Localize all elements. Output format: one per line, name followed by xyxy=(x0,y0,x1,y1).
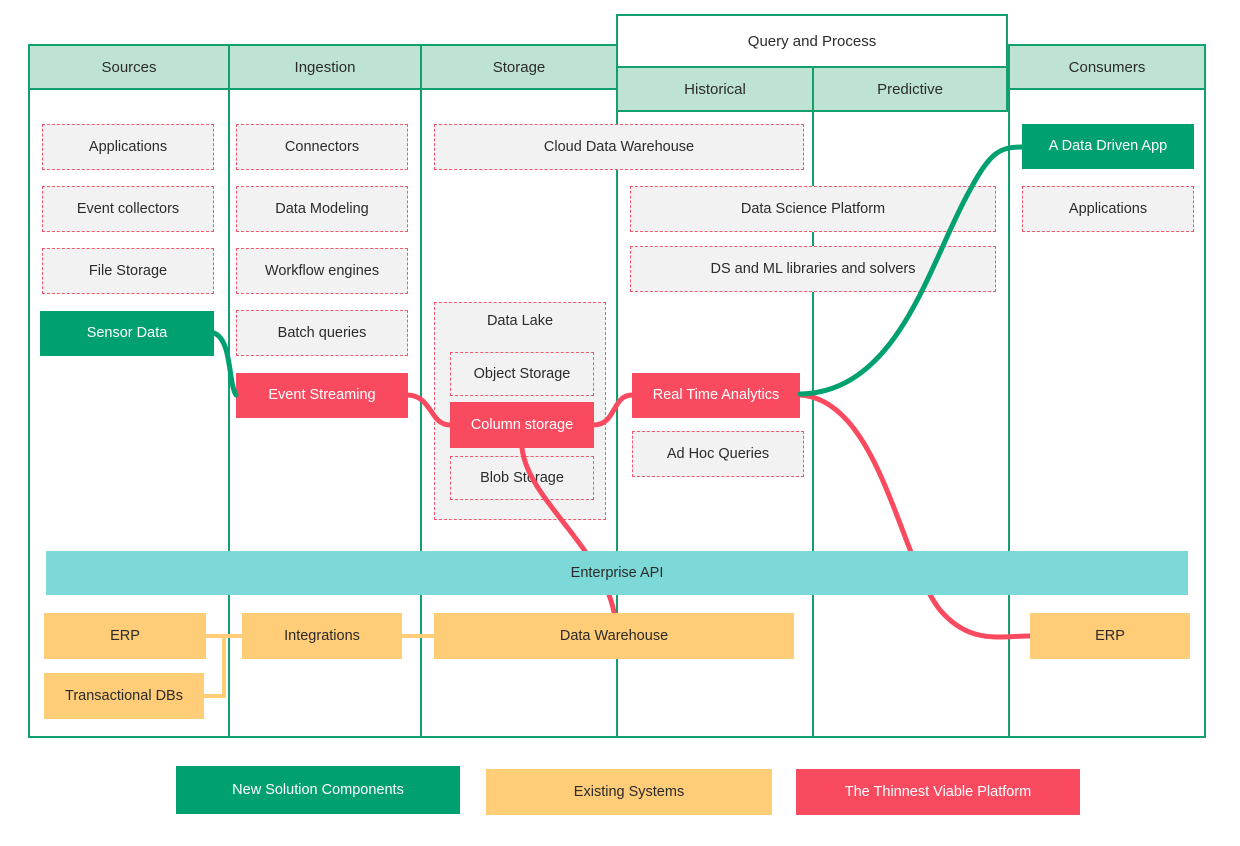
node-a-data-driven-app[interactable]: A Data Driven App xyxy=(1022,124,1194,169)
node-label: Event collectors xyxy=(76,200,180,217)
lane-header-ingestion: Ingestion xyxy=(230,46,420,88)
node-event-collectors[interactable]: Event collectors xyxy=(42,186,214,232)
legend-label: Existing Systems xyxy=(573,784,685,800)
qp-sub-mid-border xyxy=(812,68,814,112)
node-label: Ad Hoc Queries xyxy=(666,445,770,462)
lane-header-sources: Sources xyxy=(30,46,228,88)
lane-header-storage: Storage xyxy=(422,46,616,88)
node-data-lake-label: Data Lake xyxy=(486,313,554,329)
node-erp-left[interactable]: ERP xyxy=(44,613,206,659)
node-label: Applications xyxy=(88,138,168,155)
node-label: Data Science Platform xyxy=(740,200,886,217)
lane-header-sources-label: Sources xyxy=(101,58,157,76)
node-real-time-analytics[interactable]: Real Time Analytics xyxy=(632,373,800,418)
node-label: ERP xyxy=(110,627,140,644)
node-data-warehouse[interactable]: Data Warehouse xyxy=(434,613,794,659)
node-applications-source[interactable]: Applications xyxy=(42,124,214,170)
node-label: Batch queries xyxy=(277,324,367,341)
node-enterprise-api[interactable]: Enterprise API xyxy=(46,551,1188,595)
node-label: Integrations xyxy=(284,627,360,644)
node-label: Connectors xyxy=(284,138,360,155)
lane-header-ingestion-label: Ingestion xyxy=(294,58,356,76)
node-label: ERP xyxy=(1095,627,1125,644)
lane-header-consumers: Consumers xyxy=(1010,46,1204,88)
node-workflow-engines[interactable]: Workflow engines xyxy=(236,248,408,294)
lane-header-predictive-label: Predictive xyxy=(877,80,943,98)
node-applications-consumer[interactable]: Applications xyxy=(1022,186,1194,232)
legend-thinnest-viable-platform[interactable]: The Thinnest Viable Platform xyxy=(796,769,1080,815)
node-label: File Storage xyxy=(88,262,168,279)
node-connectors[interactable]: Connectors xyxy=(236,124,408,170)
node-transactional-dbs[interactable]: Transactional DBs xyxy=(44,673,204,719)
node-label: Object Storage xyxy=(473,365,571,382)
lane-divider-2 xyxy=(420,46,422,736)
lane-divider-1 xyxy=(228,46,230,736)
node-sensor-data[interactable]: Sensor Data xyxy=(40,311,214,356)
node-blob-storage[interactable]: Blob Storage xyxy=(450,456,594,500)
group-header-query-and-process: Query and Process xyxy=(616,14,1008,68)
node-ds-ml-libraries[interactable]: DS and ML libraries and solvers xyxy=(630,246,996,292)
lane-header-predictive: Predictive xyxy=(814,68,1006,110)
node-event-streaming[interactable]: Event Streaming xyxy=(236,373,408,418)
node-ad-hoc-queries[interactable]: Ad Hoc Queries xyxy=(632,431,804,477)
node-label: Transactional DBs xyxy=(65,687,183,704)
node-data-science-platform[interactable]: Data Science Platform xyxy=(630,186,996,232)
node-data-modeling[interactable]: Data Modeling xyxy=(236,186,408,232)
legend-existing-systems[interactable]: Existing Systems xyxy=(486,769,772,815)
node-object-storage[interactable]: Object Storage xyxy=(450,352,594,396)
node-label: Data Warehouse xyxy=(559,627,669,644)
node-label: Data Modeling xyxy=(275,200,369,217)
legend-new-solution-components[interactable]: New Solution Components xyxy=(176,766,460,814)
node-label: A Data Driven App xyxy=(1048,138,1168,155)
lane-header-historical: Historical xyxy=(618,68,812,110)
legend-label: New Solution Components xyxy=(232,782,404,798)
node-cloud-data-warehouse[interactable]: Cloud Data Warehouse xyxy=(434,124,804,170)
node-label: Real Time Analytics xyxy=(652,387,780,404)
node-label: Enterprise API xyxy=(570,564,664,581)
qp-sub-left-border xyxy=(616,68,618,112)
lane-header-historical-label: Historical xyxy=(684,80,746,98)
legend-label: The Thinnest Viable Platform xyxy=(844,784,1032,800)
node-batch-queries[interactable]: Batch queries xyxy=(236,310,408,356)
qp-sub-bottom-border xyxy=(616,110,1008,112)
node-erp-right[interactable]: ERP xyxy=(1030,613,1190,659)
node-label: DS and ML libraries and solvers xyxy=(710,260,916,277)
node-label: Column storage xyxy=(470,416,574,433)
node-label: Blob Storage xyxy=(480,469,564,486)
lane-header-storage-label: Storage xyxy=(492,58,546,76)
node-label: Sensor Data xyxy=(86,325,168,342)
node-column-storage[interactable]: Column storage xyxy=(450,402,594,448)
group-header-label: Query and Process xyxy=(747,32,877,50)
node-integrations[interactable]: Integrations xyxy=(242,613,402,659)
qp-sub-right-border xyxy=(1006,68,1008,112)
node-label: Workflow engines xyxy=(264,262,380,279)
node-file-storage[interactable]: File Storage xyxy=(42,248,214,294)
lane-divider-5 xyxy=(1008,46,1010,736)
lane-header-consumers-label: Consumers xyxy=(1068,58,1146,76)
node-label: Cloud Data Warehouse xyxy=(543,138,695,155)
node-label: Applications xyxy=(1068,200,1148,217)
node-label: Event Streaming xyxy=(268,387,376,404)
